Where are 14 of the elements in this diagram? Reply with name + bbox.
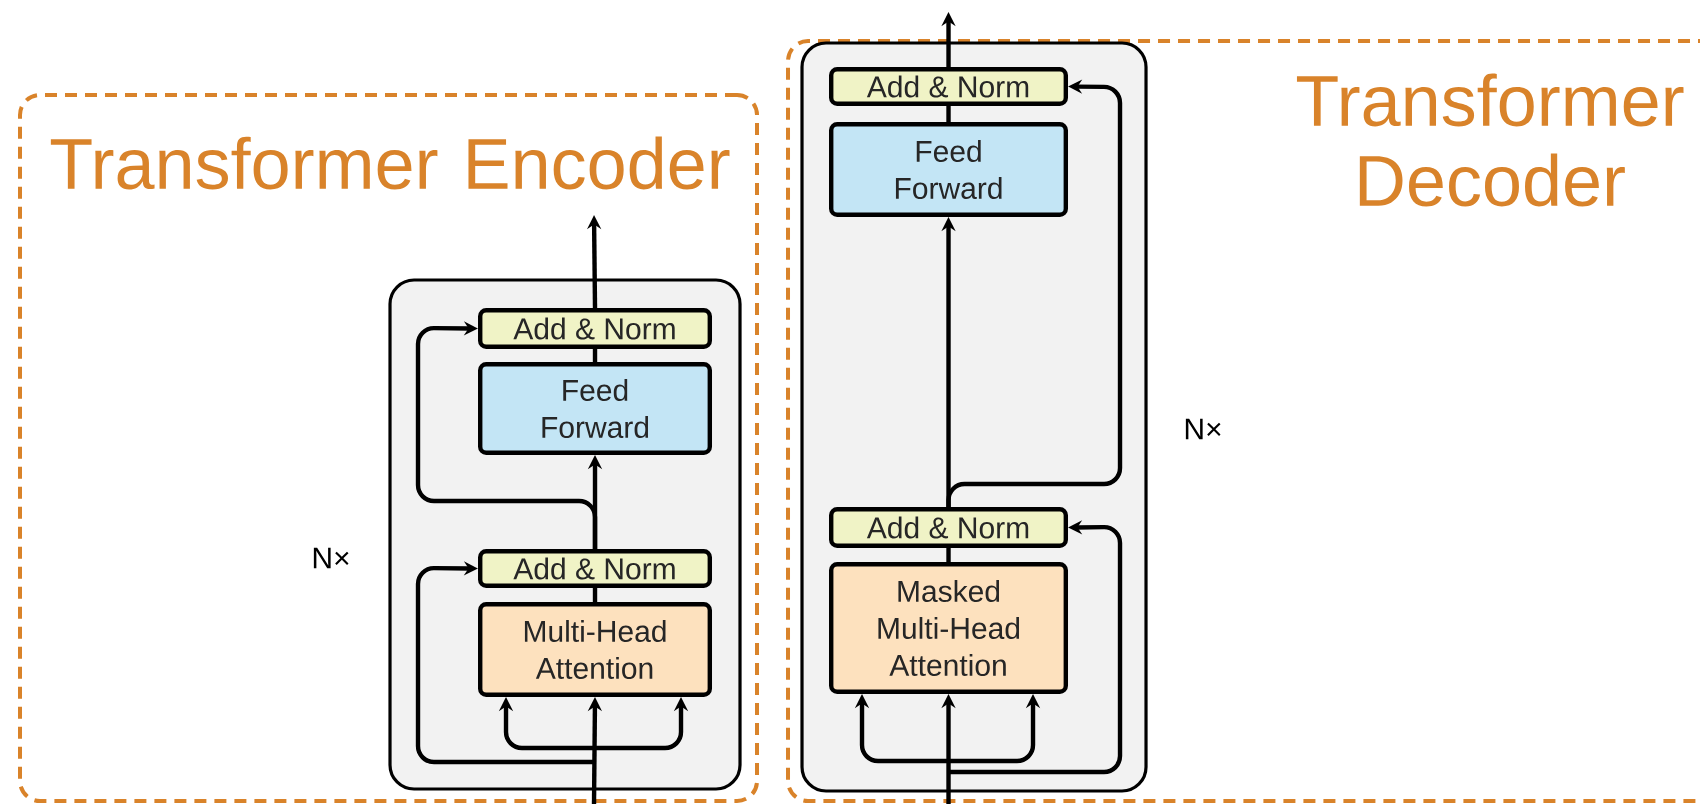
layer-box: Feed Forward xyxy=(478,362,712,455)
layer-box: Feed Forward xyxy=(829,122,1068,217)
layer-box: Add & Norm xyxy=(829,67,1068,106)
repeat-label: N× xyxy=(1185,418,1221,440)
arrow xyxy=(415,321,598,549)
frame-title: Transformer Encoder xyxy=(50,136,730,190)
frame-title: Transformer Decoder xyxy=(1296,73,1684,207)
arrow xyxy=(415,561,595,765)
layer-box: Multi-Head Attention xyxy=(478,602,712,697)
layer-box: Add & Norm xyxy=(829,507,1068,548)
layer-box: Masked Multi-Head Attention xyxy=(829,562,1068,694)
layer-box: Add & Norm xyxy=(478,549,712,588)
repeat-label: N× xyxy=(313,547,349,569)
layer-box: Add & Norm xyxy=(478,308,712,349)
